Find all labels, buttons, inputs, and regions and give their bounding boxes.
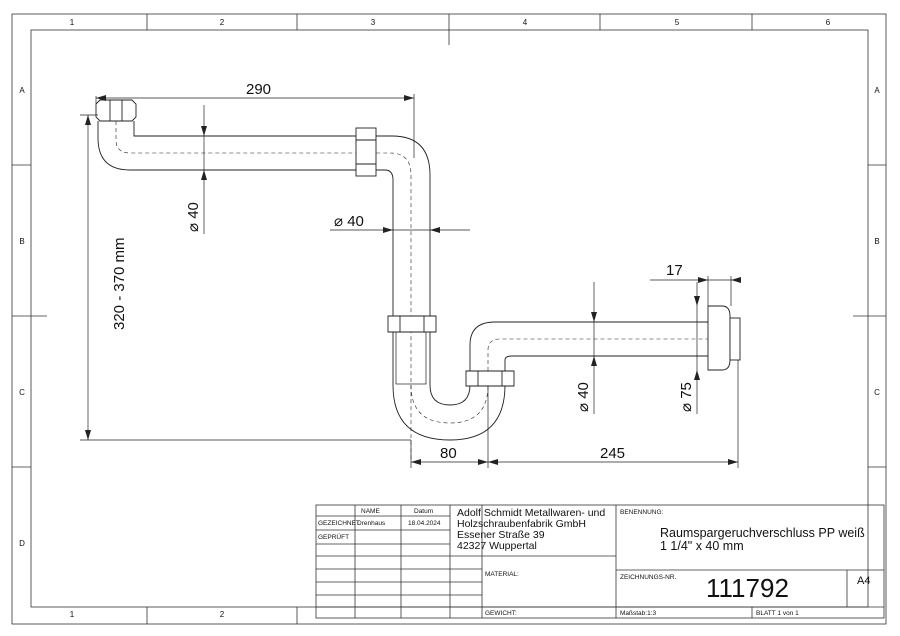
tb-paper-size: A4 <box>857 575 871 587</box>
coupling-nut <box>355 127 377 177</box>
zone-row-c-left: C <box>19 388 25 397</box>
inlet-nut <box>95 99 137 122</box>
tb-company-line-2: Holzschraubenfabrik GmbH <box>457 518 586 530</box>
inlet-pipe-outer <box>97 121 356 171</box>
tb-designation-label: BENENNUNG: <box>620 509 664 516</box>
tb-head-name: NAME <box>361 508 380 515</box>
wall-stub <box>729 317 741 361</box>
tb-drawing-no: 111792 <box>706 573 789 603</box>
tb-drawn-date: 18.04.2024 <box>408 520 441 527</box>
tb-drawing-no-label: ZEICHNUNGS-NR. <box>620 574 677 581</box>
dim-17: 17 <box>666 262 683 279</box>
zone-col-5-top: 5 <box>675 18 680 27</box>
tb-head-date: Datum <box>414 508 434 515</box>
tb-material-label: MATERIAL: <box>485 571 519 578</box>
zone-row-c-right: C <box>874 388 880 397</box>
zone-col-4-top: 4 <box>523 18 528 27</box>
outlet-nut <box>465 370 515 387</box>
zone-row-b-right: B <box>874 237 879 246</box>
tb-designation: Raumspargeruchverschluss PP weiß 1 1/4" … <box>660 527 865 553</box>
tb-designation-line-1: Raumspargeruchverschluss PP weiß <box>660 526 865 540</box>
zone-col-3-top: 3 <box>371 18 376 27</box>
inlet-centerline <box>115 121 390 154</box>
dim-dia-horizontal-pipe: ⌀ 40 <box>185 202 202 232</box>
tb-weight-label: GEWICHT: <box>485 610 517 617</box>
tb-sheet: BLATT 1 von 1 <box>756 610 799 617</box>
tb-drawn-name: Drenhaus <box>357 520 386 527</box>
zone-row-a-right: A <box>874 86 880 95</box>
dim-dia-outlet-pipe: ⌀ 40 <box>575 382 592 412</box>
outlet-pipe-outer <box>469 321 708 371</box>
zone-row-d-left: D <box>19 539 25 548</box>
zone-row-b-left: B <box>19 237 24 246</box>
tb-company-line-3: Essener Straße 39 <box>457 529 545 541</box>
siphon-drawing <box>95 99 741 460</box>
dim-height-range: 320 - 370 mm <box>111 237 128 330</box>
zone-col-2-bottom: 2 <box>220 610 225 619</box>
elbow-outer <box>376 135 431 316</box>
dimension-lines <box>80 94 740 468</box>
zone-col-6-top: 6 <box>826 18 831 27</box>
tb-checked-label: GEPRÜFT <box>318 534 350 541</box>
dim-290: 290 <box>246 81 271 98</box>
title-block-grid <box>315 504 885 619</box>
tb-company: Adolf Schmidt Metallwaren- und Holzschra… <box>457 508 605 552</box>
outlet-pipe-inner <box>504 355 708 371</box>
vertical-centerline <box>389 152 412 460</box>
zone-col-2-top: 2 <box>220 18 225 27</box>
u-bend-inner <box>429 384 471 406</box>
dim-80: 80 <box>440 445 457 462</box>
dimension-arrows <box>85 95 741 465</box>
dim-dia-wall-flange: ⌀ 75 <box>678 382 695 412</box>
zone-col-1-top: 1 <box>70 18 75 27</box>
tb-company-line-1: Adolf Schmidt Metallwaren- und <box>457 507 606 519</box>
tb-scale: Maßstab:1:3 <box>620 610 657 617</box>
zone-row-a-left: A <box>19 86 25 95</box>
wall-flange <box>707 305 731 371</box>
elbow-inner <box>376 169 394 316</box>
inlet-pipe-inner <box>133 121 356 137</box>
zone-col-1-bottom: 1 <box>70 610 75 619</box>
tb-company-line-4: 42327 Wuppertal <box>457 540 537 552</box>
tb-designation-line-2: 1 1/4" x 40 mm <box>660 539 744 553</box>
dim-245: 245 <box>600 445 625 462</box>
inner-frame <box>30 29 869 608</box>
dim-dia-vertical-pipe: ⌀ 40 <box>334 213 364 230</box>
union-nut <box>387 315 437 333</box>
u-bend-outer <box>392 384 506 441</box>
tb-drawn-label: GEZEICHNET <box>318 520 360 527</box>
zone-ticks <box>12 14 886 624</box>
